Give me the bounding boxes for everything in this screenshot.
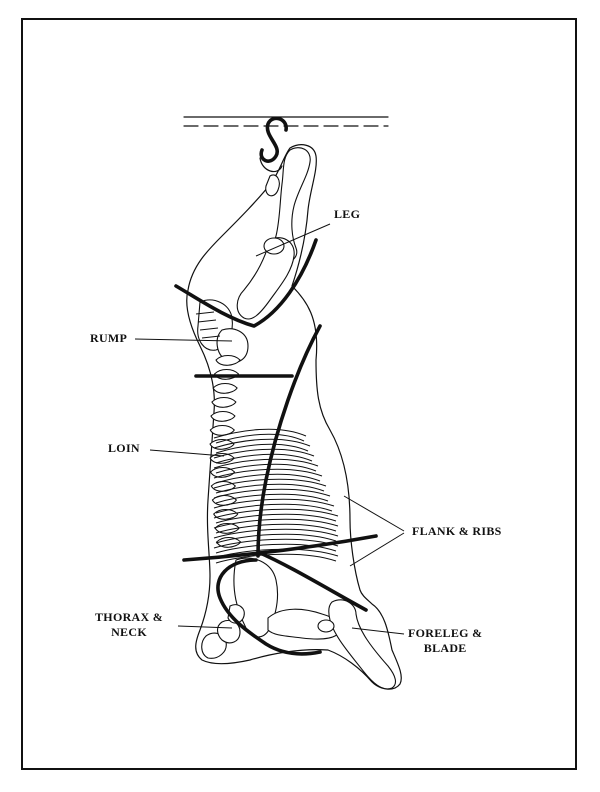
vertebra [211,396,237,408]
flank-ribs-leader-lower [349,532,405,567]
rib-inner [215,443,309,454]
thorax-cut-line [216,558,322,656]
leg-cut-line [174,238,318,328]
thorax-neck-leader [177,625,233,629]
diagram-border [21,18,577,770]
vertebra [210,480,236,492]
rib-inner [215,513,337,524]
flank-ribs-leader-upper [343,495,405,532]
leg-leader [255,223,331,257]
carcass-outline [186,144,402,690]
rib-inner [215,463,317,474]
label-leg: LEG [334,207,361,221]
vertebra [213,508,239,520]
label-loin: LOIN [108,441,140,455]
label-flank-ribs: FLANK & RIBS [412,524,502,538]
foreleg-blade-leader [351,627,405,635]
loin-flank-cut-line [256,324,322,558]
vertebra [215,354,241,366]
rib-inner [215,533,337,544]
rib [213,518,339,529]
rib-inner [215,453,313,464]
leg-bones [236,147,311,320]
rib-inner [215,553,337,564]
rib [213,458,319,469]
neck-bones [201,604,245,659]
rib [213,428,307,439]
rump-leader [134,338,233,342]
leader-lines [134,223,405,635]
rib-inner [215,433,305,444]
rib-inner [215,483,325,494]
vertebra [210,410,236,422]
rib [213,498,335,509]
rib [213,528,339,539]
rib-inner [215,543,337,554]
rib [213,468,323,479]
label-rump: RUMP [90,331,128,345]
rib-inner [215,493,329,504]
foreleg-bones [233,557,397,690]
label-thorax-neck: THORAX & NECK [95,610,164,639]
flank-cut-line [256,550,368,612]
rib [213,488,331,499]
vertebra [212,382,238,394]
rib [213,508,339,519]
hook-tip [259,157,283,173]
label-foreleg-blade: FORELEG & BLADE [408,626,483,655]
rib-inner [215,503,333,514]
s-hook [259,116,288,163]
rib-inner [215,523,337,534]
vertebra [209,424,235,436]
loin-leader [149,449,225,457]
shoulder-cut-line [182,534,378,562]
rib [213,438,311,449]
cut-lines [174,238,378,656]
vertebra [209,438,235,450]
